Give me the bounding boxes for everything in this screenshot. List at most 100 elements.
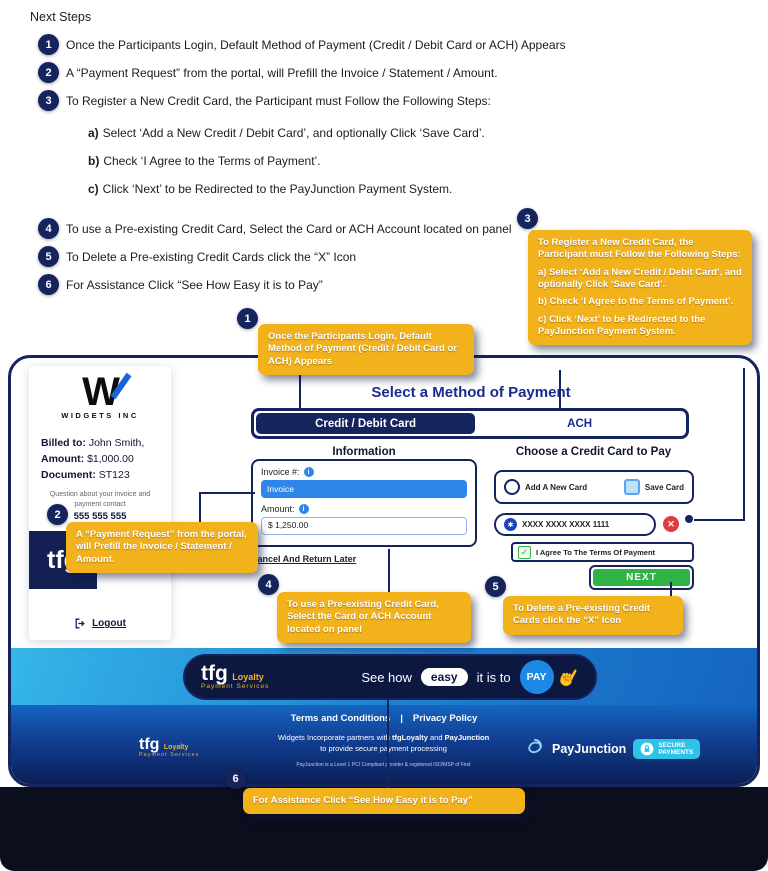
callout-number-badge: 3 (517, 208, 538, 229)
choose-card-header: Choose a Credit Card to Pay (515, 446, 672, 458)
contact-phone: 555 555 555 (73, 511, 127, 522)
step-number-badge: 5 (38, 246, 59, 267)
easy-pill: easy (420, 668, 468, 686)
secure-badge-line1: SECURE (658, 741, 686, 749)
agree-terms-label: I Agree To The Terms Of Payment (536, 547, 656, 557)
callout-default-method: Once the Participants Login, Default Met… (258, 324, 474, 376)
info-icon[interactable]: i (298, 504, 309, 514)
callout-assistance: For Assistance Click “See How Easy it is… (243, 788, 525, 815)
see-how-text: See how (361, 669, 412, 685)
amount-field-label: Amount: (261, 504, 295, 514)
logout-button[interactable]: Logout (29, 617, 171, 630)
secure-badge-line2: PAYMENTS (658, 749, 694, 756)
connector-line (199, 492, 201, 524)
agree-terms-checkbox[interactable]: ✓ (518, 545, 531, 559)
save-card-checkbox[interactable] (623, 479, 640, 495)
footer-links-separator: | (400, 713, 403, 724)
substep-text: Select ‘Add a New Credit / Debit Card’, … (102, 126, 485, 140)
substep-label: a) (88, 126, 99, 140)
next-button-highlight: NEXT (589, 565, 694, 590)
payjunction-logo-icon (523, 738, 545, 760)
next-button[interactable]: NEXT (593, 569, 690, 586)
callout-text: a) Select ‘Add a New Credit / Debit Card… (538, 266, 742, 291)
banner-strip: tfg Loyalty Payment Services See how eas… (11, 648, 757, 705)
see-how-banner[interactable]: tfg Loyalty Payment Services See how eas… (183, 654, 597, 700)
pay-circle-button[interactable]: PAY (519, 660, 554, 694)
privacy-link[interactable]: Privacy Policy (412, 713, 478, 724)
connector-line (743, 368, 745, 521)
tfg-loyalty-logo: tfg Loyalty Payment Services (201, 663, 269, 691)
partner-and: and (429, 733, 443, 742)
payment-services-text: Payment Services (139, 752, 200, 758)
callout-delete-card: To Delete a Pre-existing Credit Cards cl… (503, 596, 683, 635)
callout-text: To Register a New Credit Card, the Parti… (538, 237, 741, 261)
secure-payments-badge: SECURE PAYMENTS (633, 738, 701, 760)
saved-card-number: XXXX XXXX XXXX 1111 (522, 520, 610, 529)
substep-label: b) (88, 154, 100, 168)
lock-icon (640, 742, 654, 756)
info-icon[interactable]: i (303, 467, 314, 477)
amount-input[interactable]: $ 1,250.00 (261, 517, 467, 535)
tfg-logo-text: tfg (201, 662, 228, 686)
step-text: For Assistance Click “See How Easy it is… (66, 278, 323, 292)
tfg-logo-text: tfg (139, 736, 160, 753)
substep-text: Check ‘I Agree to the Terms of Payment’. (103, 154, 321, 168)
cancel-return-link[interactable]: Cancel And Return Later (251, 554, 357, 564)
logout-label: Logout (92, 618, 126, 629)
widgets-logo: W WIDGETS INC (29, 370, 171, 420)
footer-fine-print: PayJunction is a Level 1 PCI Compliant p… (296, 761, 471, 768)
partner-tfgloyalty: tfgLoyalty (392, 733, 428, 742)
substep-row: b)Check ‘I Agree to the Terms of Payment… (88, 154, 321, 168)
app-footer: Terms and Conditions | Privacy Policy tf… (11, 705, 757, 784)
partner-pre: Widgets Incorporate partners with (277, 733, 390, 742)
substep-row: a)Select ‘Add a New Credit / Debit Card’… (88, 126, 485, 140)
information-header: Information (332, 446, 396, 458)
callout-text: c) Click ‘Next’ to be Redirected to the … (538, 313, 706, 338)
connector-line (559, 370, 561, 410)
logout-icon (74, 617, 87, 630)
invoice-label-row: Invoice #: i (261, 467, 467, 477)
step-number-badge: 6 (38, 274, 59, 295)
contact-question: Question about your invoice and payment … (29, 490, 171, 510)
payment-services-text: Payment Services (201, 683, 270, 691)
step-number-badge: 2 (38, 62, 59, 83)
step-number-badge: 1 (38, 34, 59, 55)
loyalty-logo-text: Loyalty (232, 672, 264, 683)
document-value: ST123 (98, 468, 130, 481)
add-new-card-radio[interactable] (504, 479, 520, 495)
connector-line (694, 519, 745, 521)
document-label: Document: (41, 468, 96, 481)
callout-register-card: To Register a New Credit Card, the Parti… (528, 230, 752, 346)
tab-ach[interactable]: ACH (567, 417, 593, 430)
sidebar: W WIDGETS INC Billed to: John Smith, Amo… (29, 366, 171, 640)
step-number-badge: 4 (38, 218, 59, 239)
document-row: Document: ST123 (41, 468, 144, 484)
billing-info: Billed to: John Smith, Amount: $1,000.00… (41, 436, 144, 483)
footer-tfg-logo: tfg Loyalty Payment Services (139, 737, 199, 759)
saved-card-row[interactable]: ✱ XXXX XXXX XXXX 1111 (494, 513, 656, 536)
connector-line (670, 582, 672, 598)
terms-link[interactable]: Terms and Conditions (290, 713, 391, 724)
step-text: To Delete a Pre-existing Credit Cards cl… (66, 250, 357, 264)
tab-credit-debit-card[interactable]: Credit / Debit Card (256, 413, 476, 434)
step-text: To use a Pre-existing Credit Card, Selec… (66, 222, 512, 236)
payjunction-block: PayJunction SECURE PAYMENTS (523, 738, 701, 760)
invoice-input[interactable]: Invoice (261, 480, 467, 498)
partner-line2: to provide secure payment processing (320, 743, 447, 753)
contact-question-line2: payment contact (74, 500, 126, 508)
amount-row: Amount: $1,000.00 (41, 452, 144, 468)
payment-app-panel: W WIDGETS INC Billed to: John Smith, Amo… (8, 355, 760, 787)
widgets-logo-name: WIDGETS INC (61, 411, 139, 420)
step-text: A “Payment Request” from the portal, wil… (66, 66, 498, 80)
amount-label-row: Amount: i (261, 504, 467, 514)
substep-label: c) (88, 182, 99, 196)
save-card-label: Save Card (644, 482, 684, 492)
it-is-to-text: it is to (476, 669, 511, 685)
callout-number-badge: 2 (47, 504, 68, 525)
billed-to-value: John Smith, (88, 437, 145, 449)
contact-question-line1: Question about your invoice and (49, 491, 151, 498)
delete-card-icon[interactable]: ✕ (663, 516, 679, 532)
page-title: Next Steps (30, 10, 92, 24)
callout-preexisting-card: To use a Pre-existing Credit Card, Selec… (277, 592, 471, 644)
